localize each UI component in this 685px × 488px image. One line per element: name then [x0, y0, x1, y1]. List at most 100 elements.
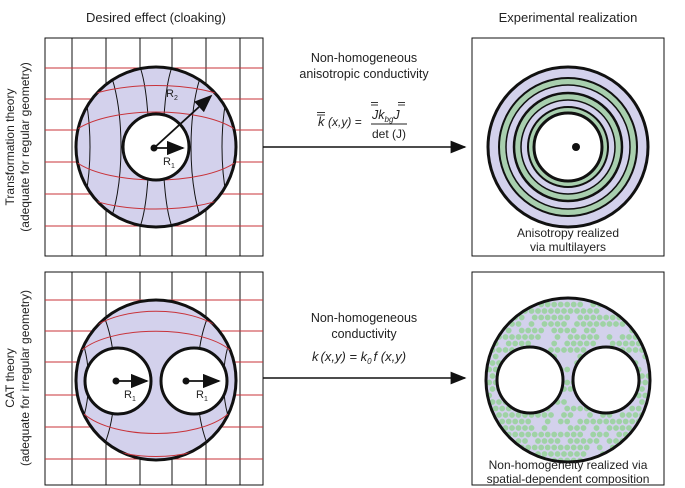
particle-dot: [577, 314, 584, 321]
header-desired-effect: Desired effect (cloaking): [86, 10, 226, 25]
particle-dot: [626, 334, 632, 340]
particle-dot: [577, 405, 584, 412]
particle-dot: [515, 412, 522, 418]
particle-dot: [551, 301, 558, 308]
particle-dot: [587, 438, 593, 444]
particle-dot: [561, 308, 567, 314]
particle-dot: [499, 418, 506, 425]
particle-dot: [596, 314, 603, 321]
particle-dot: [596, 418, 603, 425]
particle-dot: [577, 301, 584, 308]
particle-dot: [561, 451, 567, 457]
particle-dot: [603, 314, 610, 321]
particle-dot: [541, 425, 548, 431]
particle-dot: [515, 321, 522, 327]
particle-dot: [551, 327, 558, 334]
particle-dot: [626, 425, 632, 431]
particle-dot: [554, 438, 561, 444]
particle-dot: [531, 444, 538, 451]
particle-dot: [538, 327, 545, 334]
top-caption-line1: Anisotropy realized: [517, 226, 619, 240]
bottom-arrow-text-line2: conductivity: [331, 327, 397, 341]
particle-dot: [489, 373, 496, 379]
bottom-label-left-r1: R1: [124, 389, 136, 403]
particle-dot: [583, 418, 590, 425]
particle-dot: [606, 334, 613, 340]
particle-dot: [606, 438, 613, 444]
particle-dot: [616, 418, 623, 425]
top-formula-args: (x,y) =: [328, 115, 362, 129]
particle-dot: [613, 438, 619, 444]
particle-dot: [564, 379, 571, 386]
particle-dot: [603, 431, 610, 438]
particle-dot: [486, 379, 493, 386]
particle-dot: [509, 412, 515, 418]
particle-dot: [512, 418, 519, 425]
particle-dot: [512, 431, 519, 438]
particle-dot: [554, 334, 561, 340]
particle-dot: [642, 392, 649, 399]
particle-dot: [583, 327, 590, 334]
particle-dot: [557, 431, 564, 438]
particle-dot: [626, 347, 632, 353]
particle-dot: [544, 314, 551, 321]
particle-dot: [557, 327, 564, 334]
particle-dot: [639, 373, 645, 379]
particle-dot: [583, 314, 590, 321]
particle-dot: [548, 438, 554, 444]
bottom-label-right-r1: R1: [196, 389, 208, 403]
particle-dot: [570, 340, 577, 347]
particle-dot: [613, 425, 619, 431]
top-caption-line2: via multilayers: [530, 240, 606, 254]
particle-dot: [639, 399, 645, 405]
particle-dot: [518, 340, 525, 347]
particle-dot: [531, 327, 538, 334]
particle-dot: [606, 321, 613, 327]
particle-dot: [590, 314, 597, 321]
bottom-right-left-hole: [495, 345, 565, 415]
particle-dot: [567, 425, 574, 431]
particle-dot: [541, 412, 548, 418]
row-label-top: Transformation theory (adequate for regu…: [3, 62, 32, 231]
particle-dot: [626, 412, 632, 418]
bottom-caption-line2: spatial-dependent composition: [487, 472, 650, 486]
particle-dot: [564, 405, 571, 412]
particle-dot: [548, 451, 554, 457]
particle-dot: [567, 334, 574, 340]
particle-dot: [574, 334, 580, 340]
particle-dot: [587, 308, 593, 314]
particle-dot: [512, 340, 519, 347]
particle-dot: [567, 438, 574, 444]
top-arrow-text-line2: anisotropic conductivity: [299, 67, 429, 81]
particle-dot: [564, 366, 571, 373]
bottom-realization-panel: Non-homogeneity realized via spatial-dep…: [471, 271, 665, 486]
particle-dot: [622, 418, 629, 425]
particle-dot: [587, 412, 593, 418]
particle-dot: [580, 308, 587, 314]
particle-dot: [593, 334, 600, 340]
particle-dot: [509, 425, 515, 431]
particle-dot: [531, 431, 538, 438]
particle-dot: [619, 412, 626, 418]
particle-dot: [622, 340, 629, 347]
bottom-cloak-diagram: R1 R1: [44, 271, 264, 486]
row-label-bottom-line1: CAT theory: [3, 348, 17, 408]
particle-dot: [619, 425, 626, 431]
particle-dot: [583, 340, 590, 347]
particle-dot: [522, 425, 528, 431]
particle-dot: [561, 399, 567, 405]
particle-dot: [554, 451, 561, 457]
particle-dot: [528, 334, 535, 340]
particle-dot: [502, 334, 509, 340]
particle-dot: [496, 347, 502, 353]
header-experimental-realization: Experimental realization: [499, 10, 638, 25]
particle-dot: [570, 431, 577, 438]
particle-dot: [632, 347, 639, 353]
particle-dot: [567, 386, 574, 392]
particle-dot: [554, 321, 561, 327]
particle-dot: [580, 438, 587, 444]
particle-dot: [515, 334, 522, 340]
particle-dot: [522, 334, 528, 340]
particle-dot: [577, 444, 584, 451]
particle-dot: [557, 418, 564, 425]
